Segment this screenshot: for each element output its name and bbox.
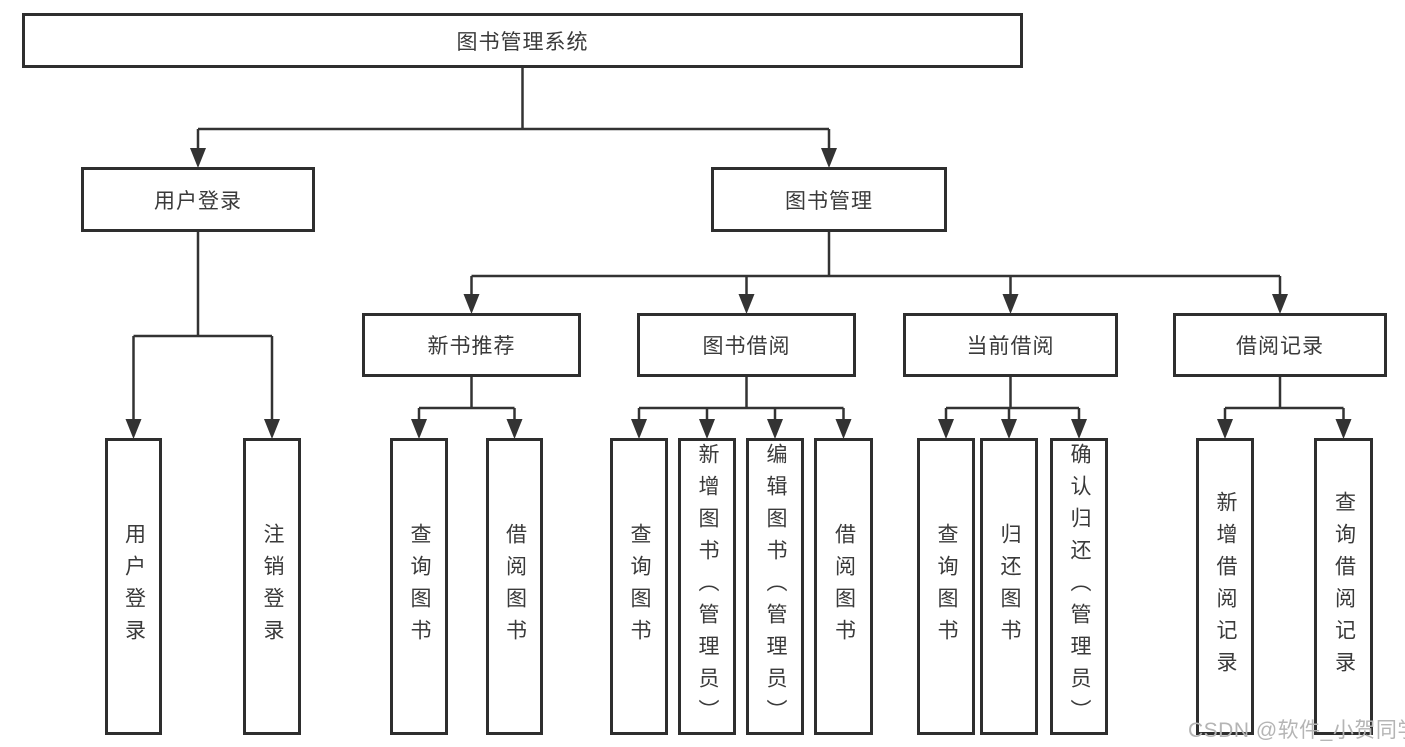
- node-leaf-borrow-book-2: 借阅图书: [814, 438, 873, 735]
- arrowhead-icon: [631, 419, 647, 439]
- edge-group-user-login: [132, 232, 274, 420]
- arrowhead-icon: [699, 419, 715, 439]
- arrowhead-icon: [835, 419, 852, 439]
- arrowhead-icon: [190, 148, 206, 168]
- node-leaf-return-book: 归还图书: [980, 438, 1038, 735]
- arrowhead-icon: [1002, 294, 1019, 314]
- node-label-book-borrowing: 图书借阅: [702, 335, 791, 358]
- node-leaf-user-login: 用户登录: [105, 438, 162, 735]
- arrowhead-icon: [506, 419, 523, 439]
- node-user-login: 用户登录: [81, 167, 315, 232]
- arrowhead-icon: [767, 419, 783, 439]
- arrowhead-icon: [1335, 419, 1352, 439]
- edge-group-new-book-recommend: [417, 377, 516, 420]
- node-leaf-query-book-1: 查询图书: [390, 438, 448, 735]
- node-book-borrowing: 图书借阅: [637, 313, 856, 377]
- node-label-leaf-query-book-1: 查询图书: [408, 522, 431, 651]
- node-book-management: 图书管理: [711, 167, 947, 232]
- node-borrowing-records: 借阅记录: [1173, 313, 1387, 377]
- node-label-leaf-borrow-book-2: 借阅图书: [832, 522, 856, 651]
- node-label-book-management: 图书管理: [785, 189, 873, 213]
- node-leaf-query-borrow-record: 查询借阅记录: [1314, 438, 1373, 735]
- arrowhead-icon: [1272, 294, 1288, 314]
- arrowhead-icon: [738, 294, 755, 314]
- node-root: 图书管理系统: [22, 13, 1023, 68]
- arrowhead-icon: [938, 419, 954, 439]
- arrowhead-icon: [411, 419, 427, 439]
- node-leaf-logout: 注销登录: [243, 438, 301, 735]
- node-new-book-recommend: 新书推荐: [362, 313, 581, 377]
- edge-group-book-borrowing: [637, 377, 845, 420]
- edge-group-current-borrowing: [944, 377, 1081, 420]
- node-leaf-add-book-admin: 新增图书（管理员）: [678, 438, 736, 735]
- arrowhead-icon: [821, 148, 837, 168]
- node-label-leaf-user-login: 用户登录: [122, 522, 146, 651]
- node-leaf-add-borrow-record: 新增借阅记录: [1196, 438, 1254, 735]
- arrowhead-icon: [1071, 419, 1087, 439]
- node-label-leaf-query-book-3: 查询图书: [935, 522, 958, 651]
- edge-group-borrowing-records: [1223, 377, 1345, 420]
- node-label-leaf-return-book: 归还图书: [998, 522, 1021, 651]
- node-label-leaf-query-book-2: 查询图书: [628, 522, 651, 651]
- node-leaf-borrow-book-1: 借阅图书: [486, 438, 543, 735]
- node-label-leaf-edit-book-admin: 编辑图书（管理员）: [764, 442, 787, 731]
- node-label-current-borrowing: 当前借阅: [966, 335, 1055, 358]
- arrowhead-icon: [1001, 419, 1017, 439]
- node-label-borrowing-records: 借阅记录: [1236, 335, 1324, 358]
- node-label-user-login: 用户登录: [154, 189, 242, 213]
- node-label-leaf-query-borrow-record: 查询借阅记录: [1332, 490, 1356, 683]
- node-label-leaf-logout: 注销登录: [261, 522, 284, 651]
- node-label-leaf-add-borrow-record: 新增借阅记录: [1214, 490, 1237, 683]
- edge-group-book-management: [470, 232, 1282, 295]
- node-label-leaf-add-book-admin: 新增图书（管理员）: [696, 442, 719, 731]
- node-current-borrowing: 当前借阅: [903, 313, 1118, 377]
- node-leaf-edit-book-admin: 编辑图书（管理员）: [746, 438, 804, 735]
- node-label-new-book-recommend: 新书推荐: [427, 335, 516, 358]
- arrowhead-icon: [1217, 419, 1233, 439]
- arrowhead-icon: [264, 419, 280, 439]
- csdn-watermark: CSDN @软件_小贺同学: [1188, 719, 1405, 742]
- node-leaf-query-book-2: 查询图书: [610, 438, 668, 735]
- node-label-root: 图书管理系统: [456, 30, 589, 54]
- arrowhead-icon: [125, 419, 142, 439]
- node-label-leaf-confirm-return: 确认归还（管理员）: [1068, 442, 1091, 731]
- node-leaf-confirm-return: 确认归还（管理员）: [1050, 438, 1108, 735]
- node-leaf-query-book-3: 查询图书: [917, 438, 975, 735]
- edge-group-root: [196, 68, 831, 149]
- arrowhead-icon: [463, 294, 480, 314]
- node-label-leaf-borrow-book-1: 借阅图书: [503, 522, 527, 651]
